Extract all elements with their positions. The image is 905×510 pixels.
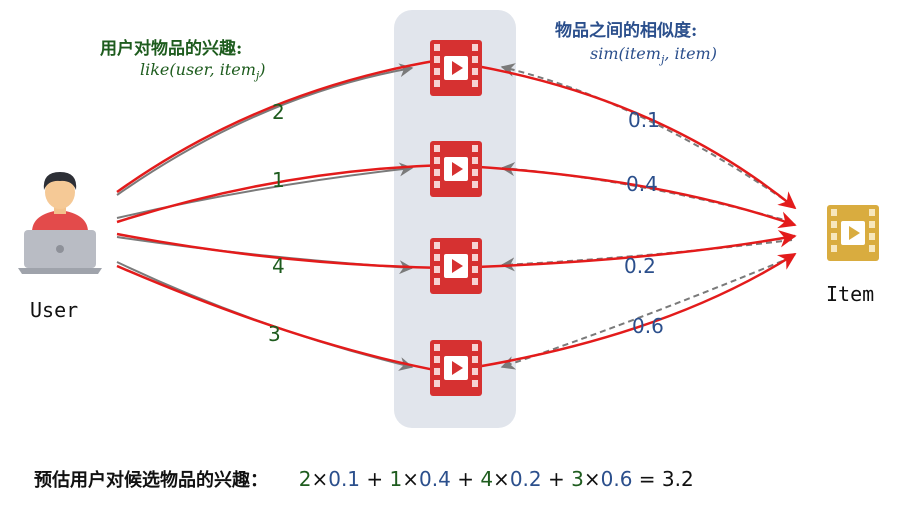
term-2-interest: 1 bbox=[389, 467, 403, 491]
similarity-value-4: 0.6 bbox=[632, 314, 664, 338]
video-icons bbox=[430, 40, 482, 396]
grey-arrow-2 bbox=[116, 162, 414, 219]
similarity-value-3: 0.2 bbox=[624, 254, 656, 278]
user-icon bbox=[18, 172, 102, 274]
similarity-value-1: 0.1 bbox=[628, 108, 660, 132]
video-icon bbox=[430, 40, 482, 96]
item-label: Item bbox=[826, 282, 875, 306]
similarity-title: 物品之间的相似度: bbox=[555, 21, 698, 41]
result-value: 3.2 bbox=[661, 467, 694, 491]
like-formula-sub: j bbox=[255, 69, 260, 83]
term-1-interest: 2 bbox=[298, 467, 312, 491]
interest-value-1: 2 bbox=[272, 100, 285, 124]
item-column-panel bbox=[394, 10, 516, 428]
grey-arrow-4 bbox=[116, 261, 414, 371]
interest-value-4: 3 bbox=[268, 322, 281, 346]
sim-formula: sim(itemj, item) bbox=[590, 44, 717, 66]
bottom-formula: 预估用户对候选物品的兴趣： 2×0.1 + 1×0.4 + 4×0.2 + 3×… bbox=[34, 466, 694, 492]
term-2-times: × bbox=[402, 467, 420, 491]
term-4-interest: 3 bbox=[571, 467, 584, 491]
like-formula: like(user, itemj) bbox=[140, 60, 266, 82]
plus-2: + bbox=[457, 467, 474, 491]
item-video-icon bbox=[827, 205, 879, 261]
term-1-times: × bbox=[311, 467, 329, 491]
dashed-arrow-1 bbox=[500, 63, 793, 206]
video-icon bbox=[430, 238, 482, 294]
sim-formula-sub: j bbox=[660, 53, 665, 67]
grey-arrow-1 bbox=[116, 63, 414, 196]
plus-3: + bbox=[547, 467, 565, 491]
term-3-sim: 0.2 bbox=[509, 467, 542, 491]
sim-formula-suffix: , item) bbox=[664, 44, 717, 63]
interest-title: 用户对物品的兴趣: bbox=[100, 39, 243, 59]
like-formula-suffix: ) bbox=[259, 60, 266, 79]
interest-value-2: 1 bbox=[272, 168, 285, 192]
term-1-sim: 0.1 bbox=[328, 467, 361, 491]
user-label: User bbox=[30, 298, 79, 322]
term-3-interest: 4 bbox=[480, 467, 494, 491]
like-formula-prefix: like(user, item bbox=[140, 60, 256, 79]
sim-formula-prefix: sim(item bbox=[590, 44, 661, 63]
plus-1: + bbox=[366, 467, 384, 491]
term-4-sim: 0.6 bbox=[600, 467, 633, 491]
term-4-times: × bbox=[583, 467, 601, 491]
bottom-formula-prefix: 预估用户对候选物品的兴趣： bbox=[34, 470, 268, 491]
term-3-times: × bbox=[493, 467, 510, 491]
equals-sign: = bbox=[638, 467, 656, 491]
interest-value-3: 4 bbox=[272, 254, 285, 278]
term-2-sim: 0.4 bbox=[419, 467, 451, 491]
video-icon bbox=[430, 141, 482, 197]
video-icon bbox=[430, 340, 482, 396]
similarity-value-2: 0.4 bbox=[626, 172, 658, 196]
